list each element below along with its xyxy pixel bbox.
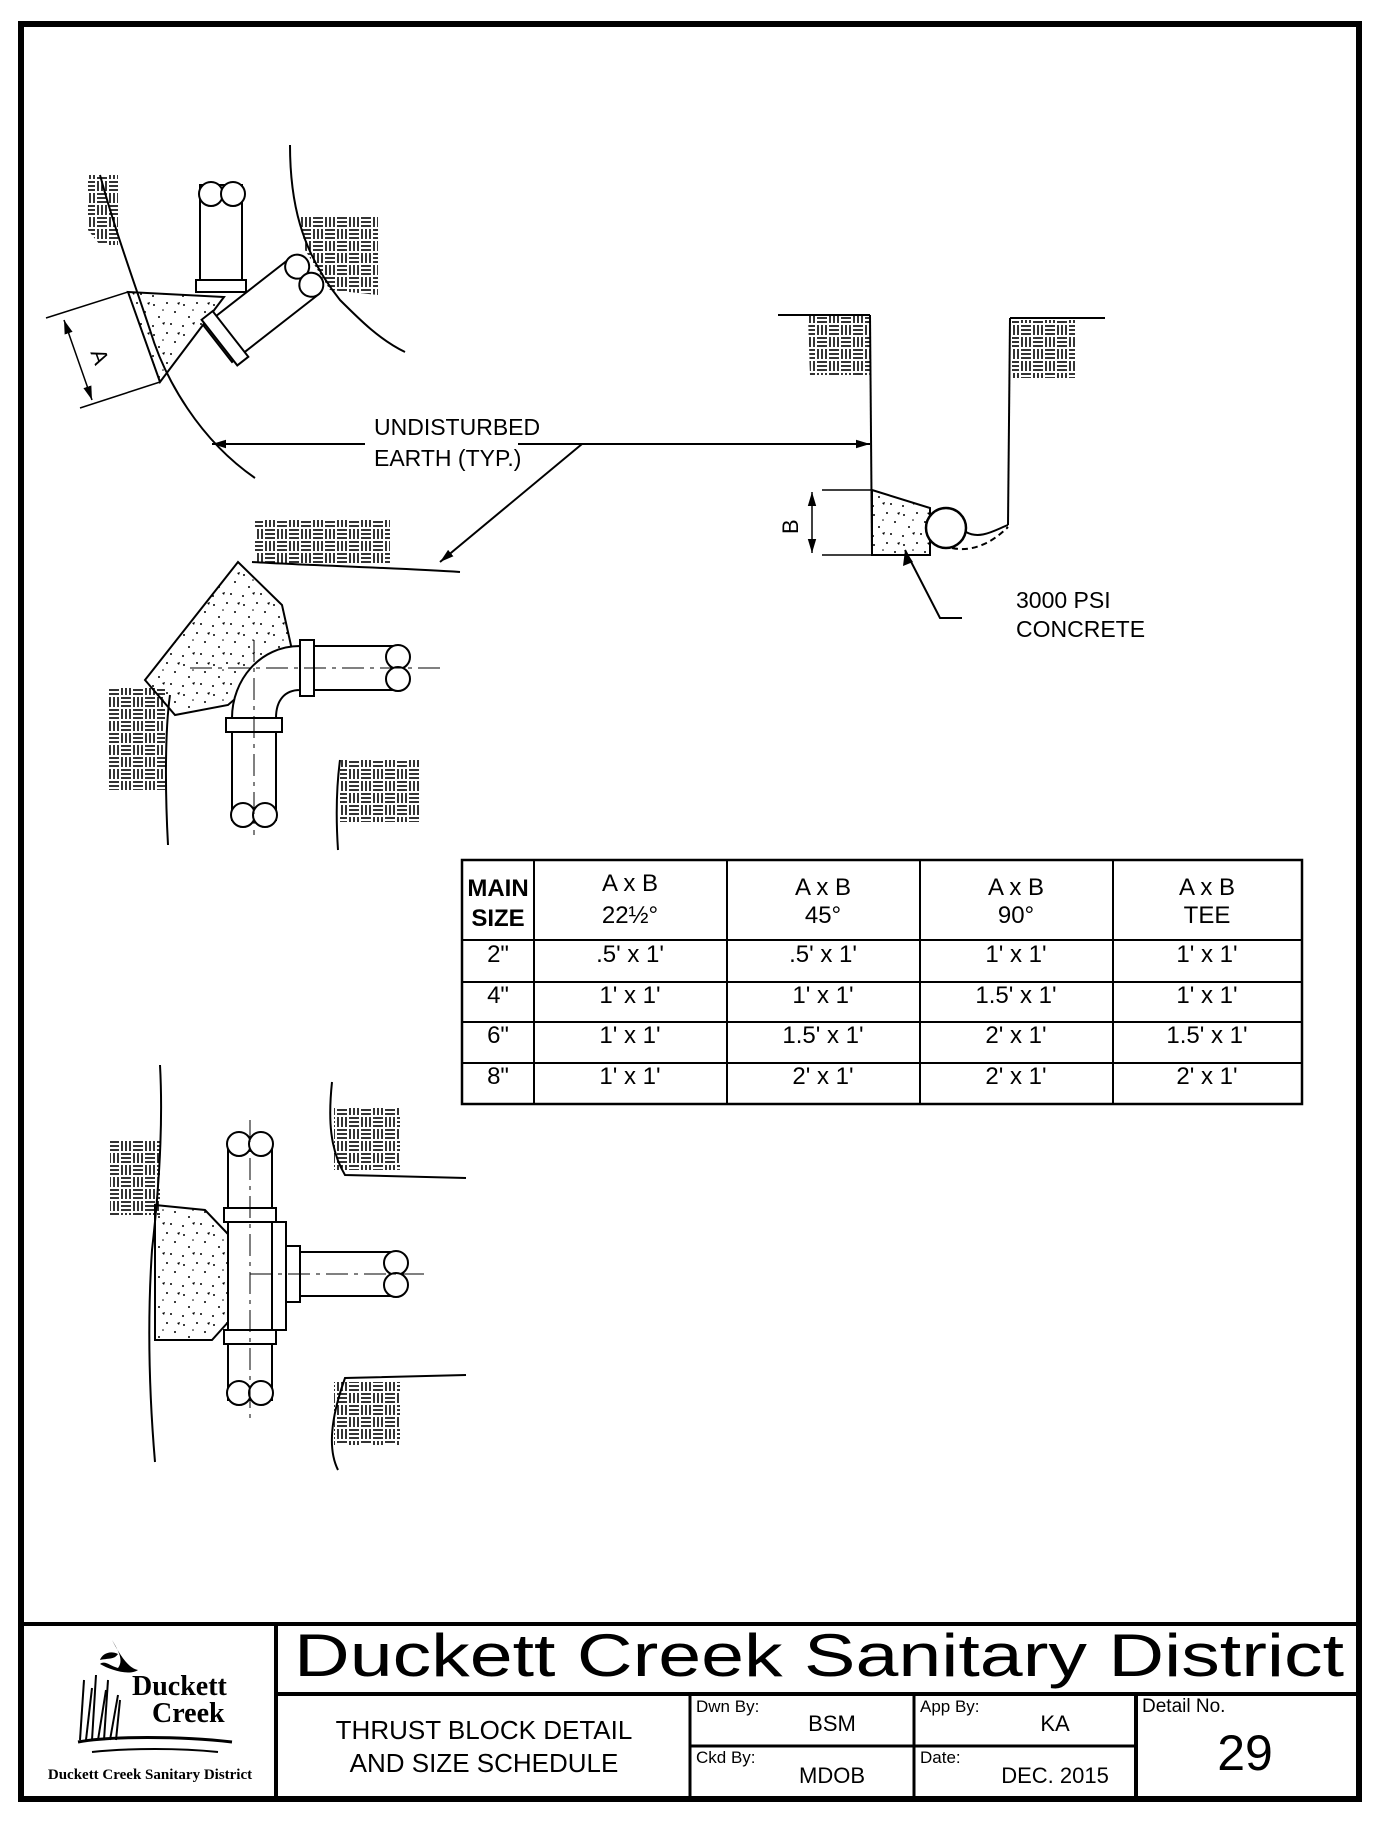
table-cell: 1.5' x 1'	[782, 1022, 863, 1049]
header-col-1-line2: 22½°	[602, 902, 658, 929]
title-block: Duckett Creek Duckett Creek Sanitary Dis…	[21, 1622, 1359, 1799]
logo-word-1: Duckett	[132, 1671, 228, 1702]
logo-caption: Duckett Creek Sanitary District	[48, 1767, 252, 1783]
header-col-1-line1: A x B	[602, 870, 658, 897]
table-cell: 1.5' x 1'	[1166, 1022, 1247, 1049]
header-col-2-line1: A x B	[795, 874, 851, 901]
table-cell: 1' x 1'	[599, 1063, 660, 1090]
concrete-block	[126, 290, 226, 385]
dim-a-label: A	[86, 346, 115, 369]
table-cell: 1' x 1'	[1176, 941, 1237, 968]
bend-90-detail	[108, 520, 461, 851]
section-detail: B 3000 PSI CONCRETE	[778, 314, 1145, 642]
dwn-by-value: BSM	[808, 1711, 856, 1736]
logo-word-2: Creek	[152, 1698, 225, 1729]
table-cell: 1' x 1'	[1176, 982, 1237, 1009]
header-main-size-line2: SIZE	[471, 905, 524, 932]
concrete-label-line1: 3000 PSI	[1016, 587, 1111, 613]
table-body: 2" .5' x 1' .5' x 1' 1' x 1' 1' x 1' 4" 1' x 1…	[487, 941, 1248, 1090]
table-cell-size: 6"	[487, 1022, 509, 1049]
size-schedule-table: MAIN SIZE A x B 22½° A x B 45° A x B 90°…	[460, 858, 1304, 1106]
table-cell: 1' x 1'	[792, 982, 853, 1009]
app-by-label: App By:	[920, 1697, 980, 1716]
section-pipe	[924, 506, 968, 550]
table-cell: 1' x 1'	[599, 1022, 660, 1049]
tee-detail	[110, 1064, 467, 1471]
table-cell: 1' x 1'	[985, 941, 1046, 968]
table-cell: .5' x 1'	[596, 941, 664, 968]
district-name: Duckett Creek Sanitary District	[294, 1622, 1344, 1689]
header-col-2-line2: 45°	[805, 902, 841, 929]
header-col-3-line1: A x B	[988, 874, 1044, 901]
section-concrete-block	[871, 488, 931, 556]
header-col-4-line1: A x B	[1179, 874, 1235, 901]
table-cell: 1' x 1'	[599, 982, 660, 1009]
undisturbed-earth-note: UNDISTURBED EARTH (TYP.)	[212, 414, 870, 563]
bend-45-detail: A	[45, 144, 406, 479]
table-cell-size: 2"	[487, 941, 509, 968]
table-cell: 2' x 1'	[792, 1063, 853, 1090]
drawing-title-line1: THRUST BLOCK DETAIL	[336, 1715, 633, 1745]
detail-no-label: Detail No.	[1142, 1696, 1225, 1717]
undisturbed-label-line1: UNDISTURBED	[374, 414, 540, 440]
drawing-title-line2: AND SIZE SCHEDULE	[350, 1748, 619, 1778]
date-value: DEC. 2015	[1001, 1763, 1109, 1788]
district-logo: Duckett Creek Duckett Creek Sanitary Dis…	[48, 1640, 252, 1783]
table-cell: .5' x 1'	[789, 941, 857, 968]
header-col-4-line2: TEE	[1184, 902, 1231, 929]
ckd-by-value: MDOB	[799, 1763, 865, 1788]
concrete-label-line2: CONCRETE	[1016, 616, 1145, 642]
dim-b-label: B	[778, 519, 803, 534]
header-main-size-line1: MAIN	[467, 875, 528, 902]
dwn-by-label: Dwn By:	[696, 1697, 759, 1716]
app-by-value: KA	[1040, 1711, 1070, 1736]
table-cell: 2' x 1'	[1176, 1063, 1237, 1090]
table-cell: 1.5' x 1'	[975, 982, 1056, 1009]
header-col-3-line2: 90°	[998, 902, 1034, 929]
date-label: Date:	[920, 1748, 961, 1767]
table-cell-size: 4"	[487, 982, 509, 1009]
ckd-by-label: Ckd By:	[696, 1748, 756, 1767]
table-cell-size: 8"	[487, 1063, 509, 1090]
detail-no-value: 29	[1217, 1725, 1273, 1781]
undisturbed-label-line2: EARTH (TYP.)	[374, 445, 521, 471]
table-cell: 2' x 1'	[985, 1063, 1046, 1090]
table-cell: 2' x 1'	[985, 1022, 1046, 1049]
